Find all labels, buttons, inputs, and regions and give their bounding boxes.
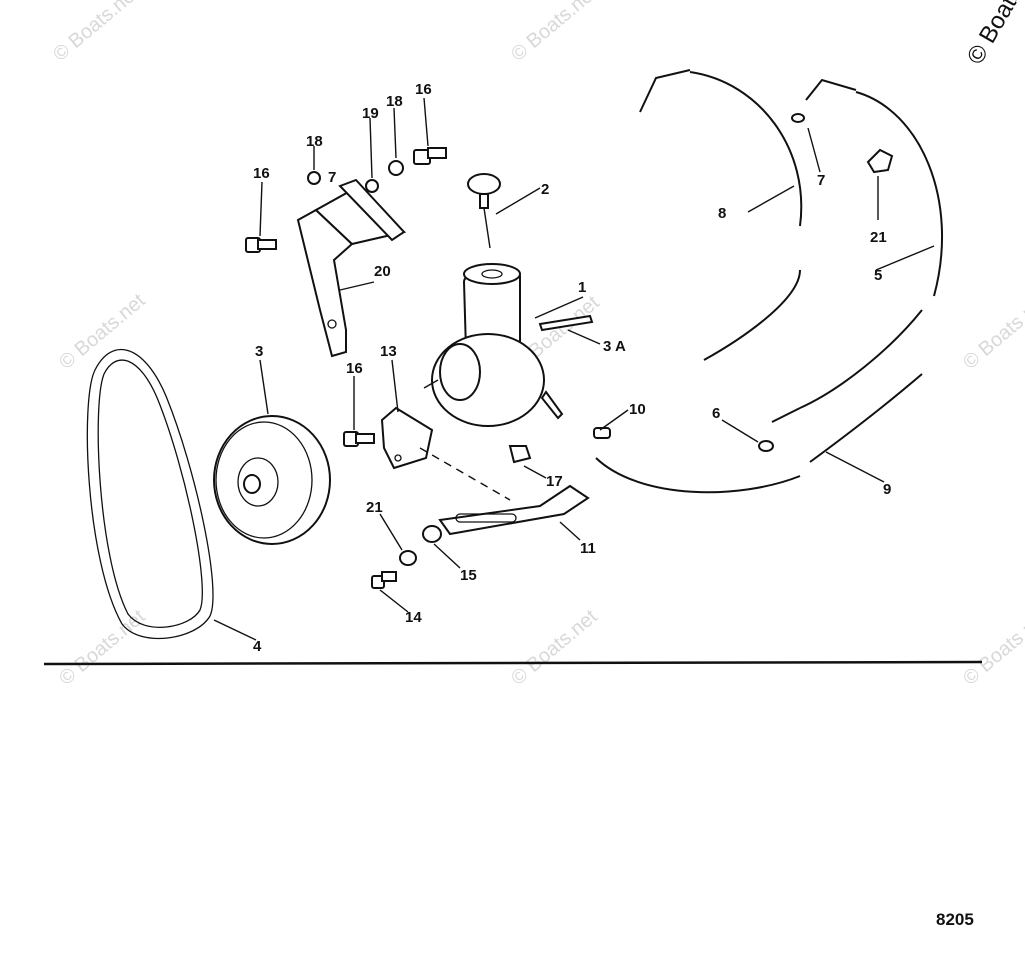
lower-hardware xyxy=(371,525,442,589)
callout-16-left: 16 xyxy=(253,165,270,182)
callout-1: 1 xyxy=(578,279,586,296)
power-steering-pump xyxy=(423,263,564,427)
callout-21-lower: 21 xyxy=(366,499,383,516)
callout-2: 2 xyxy=(541,181,549,198)
callout-7-right: 7 xyxy=(817,172,825,189)
callout-15: 15 xyxy=(460,567,477,584)
callout-17: 17 xyxy=(546,473,563,490)
pulley-part-3 xyxy=(213,415,331,545)
watermark: © Boats.net xyxy=(49,0,144,66)
studs-part-1-3a xyxy=(538,314,594,332)
watermark: © Boats.net xyxy=(55,289,150,373)
diagram-code: 8205 xyxy=(936,910,974,929)
watermark: © Boats.net xyxy=(959,289,1025,373)
callout-20: 20 xyxy=(374,263,391,280)
upper-fasteners xyxy=(245,147,447,253)
callout-3: 3 xyxy=(255,343,263,360)
callout-5: 5 xyxy=(874,267,882,284)
callout-6: 6 xyxy=(712,405,720,422)
o-rings-and-clip xyxy=(758,113,894,452)
watermark: © Boats.net xyxy=(507,0,602,66)
hose-part-9 xyxy=(595,373,923,494)
callout-13: 13 xyxy=(380,343,397,360)
callout-3a: 3 A xyxy=(603,338,626,355)
dipstick-cap-part-2 xyxy=(467,173,501,249)
callout-18-top: 18 xyxy=(386,93,403,110)
watermark: © Boats.net xyxy=(959,605,1025,689)
mounting-bracket-part-20 xyxy=(296,178,407,358)
callout-19: 19 xyxy=(362,105,379,122)
callout-14: 14 xyxy=(405,609,422,626)
callout-8: 8 xyxy=(718,205,726,222)
watermark: © Boats.net xyxy=(55,605,150,689)
adjusting-bracket-part-11 xyxy=(438,484,590,536)
callout-4: 4 xyxy=(253,638,262,655)
lower-bolt-part-16 xyxy=(343,431,375,447)
callout-labels: 1 2 3 3 A 4 5 6 7 7 8 9 10 11 13 14 15 1… xyxy=(253,81,891,655)
callout-18-left: 18 xyxy=(306,133,323,150)
pump-bracket-part-13 xyxy=(380,406,434,470)
leader-lines xyxy=(213,97,935,641)
return-hose-part-5 xyxy=(771,78,943,423)
callout-16-top: 16 xyxy=(415,81,432,98)
watermark: © Boats.net xyxy=(507,605,602,689)
callout-10: 10 xyxy=(629,401,646,418)
callout-16-lower: 16 xyxy=(346,360,363,377)
callout-7-upper: 7 xyxy=(328,169,336,186)
callout-21-right: 21 xyxy=(870,229,887,246)
corner-watermark: © Boats xyxy=(962,0,1025,69)
fittings xyxy=(508,427,611,464)
drive-belt-part-4 xyxy=(86,348,214,640)
callout-11: 11 xyxy=(580,540,596,557)
callout-9: 9 xyxy=(883,481,891,498)
separator-line xyxy=(43,660,983,666)
pressure-hose-part-8 xyxy=(639,69,803,361)
